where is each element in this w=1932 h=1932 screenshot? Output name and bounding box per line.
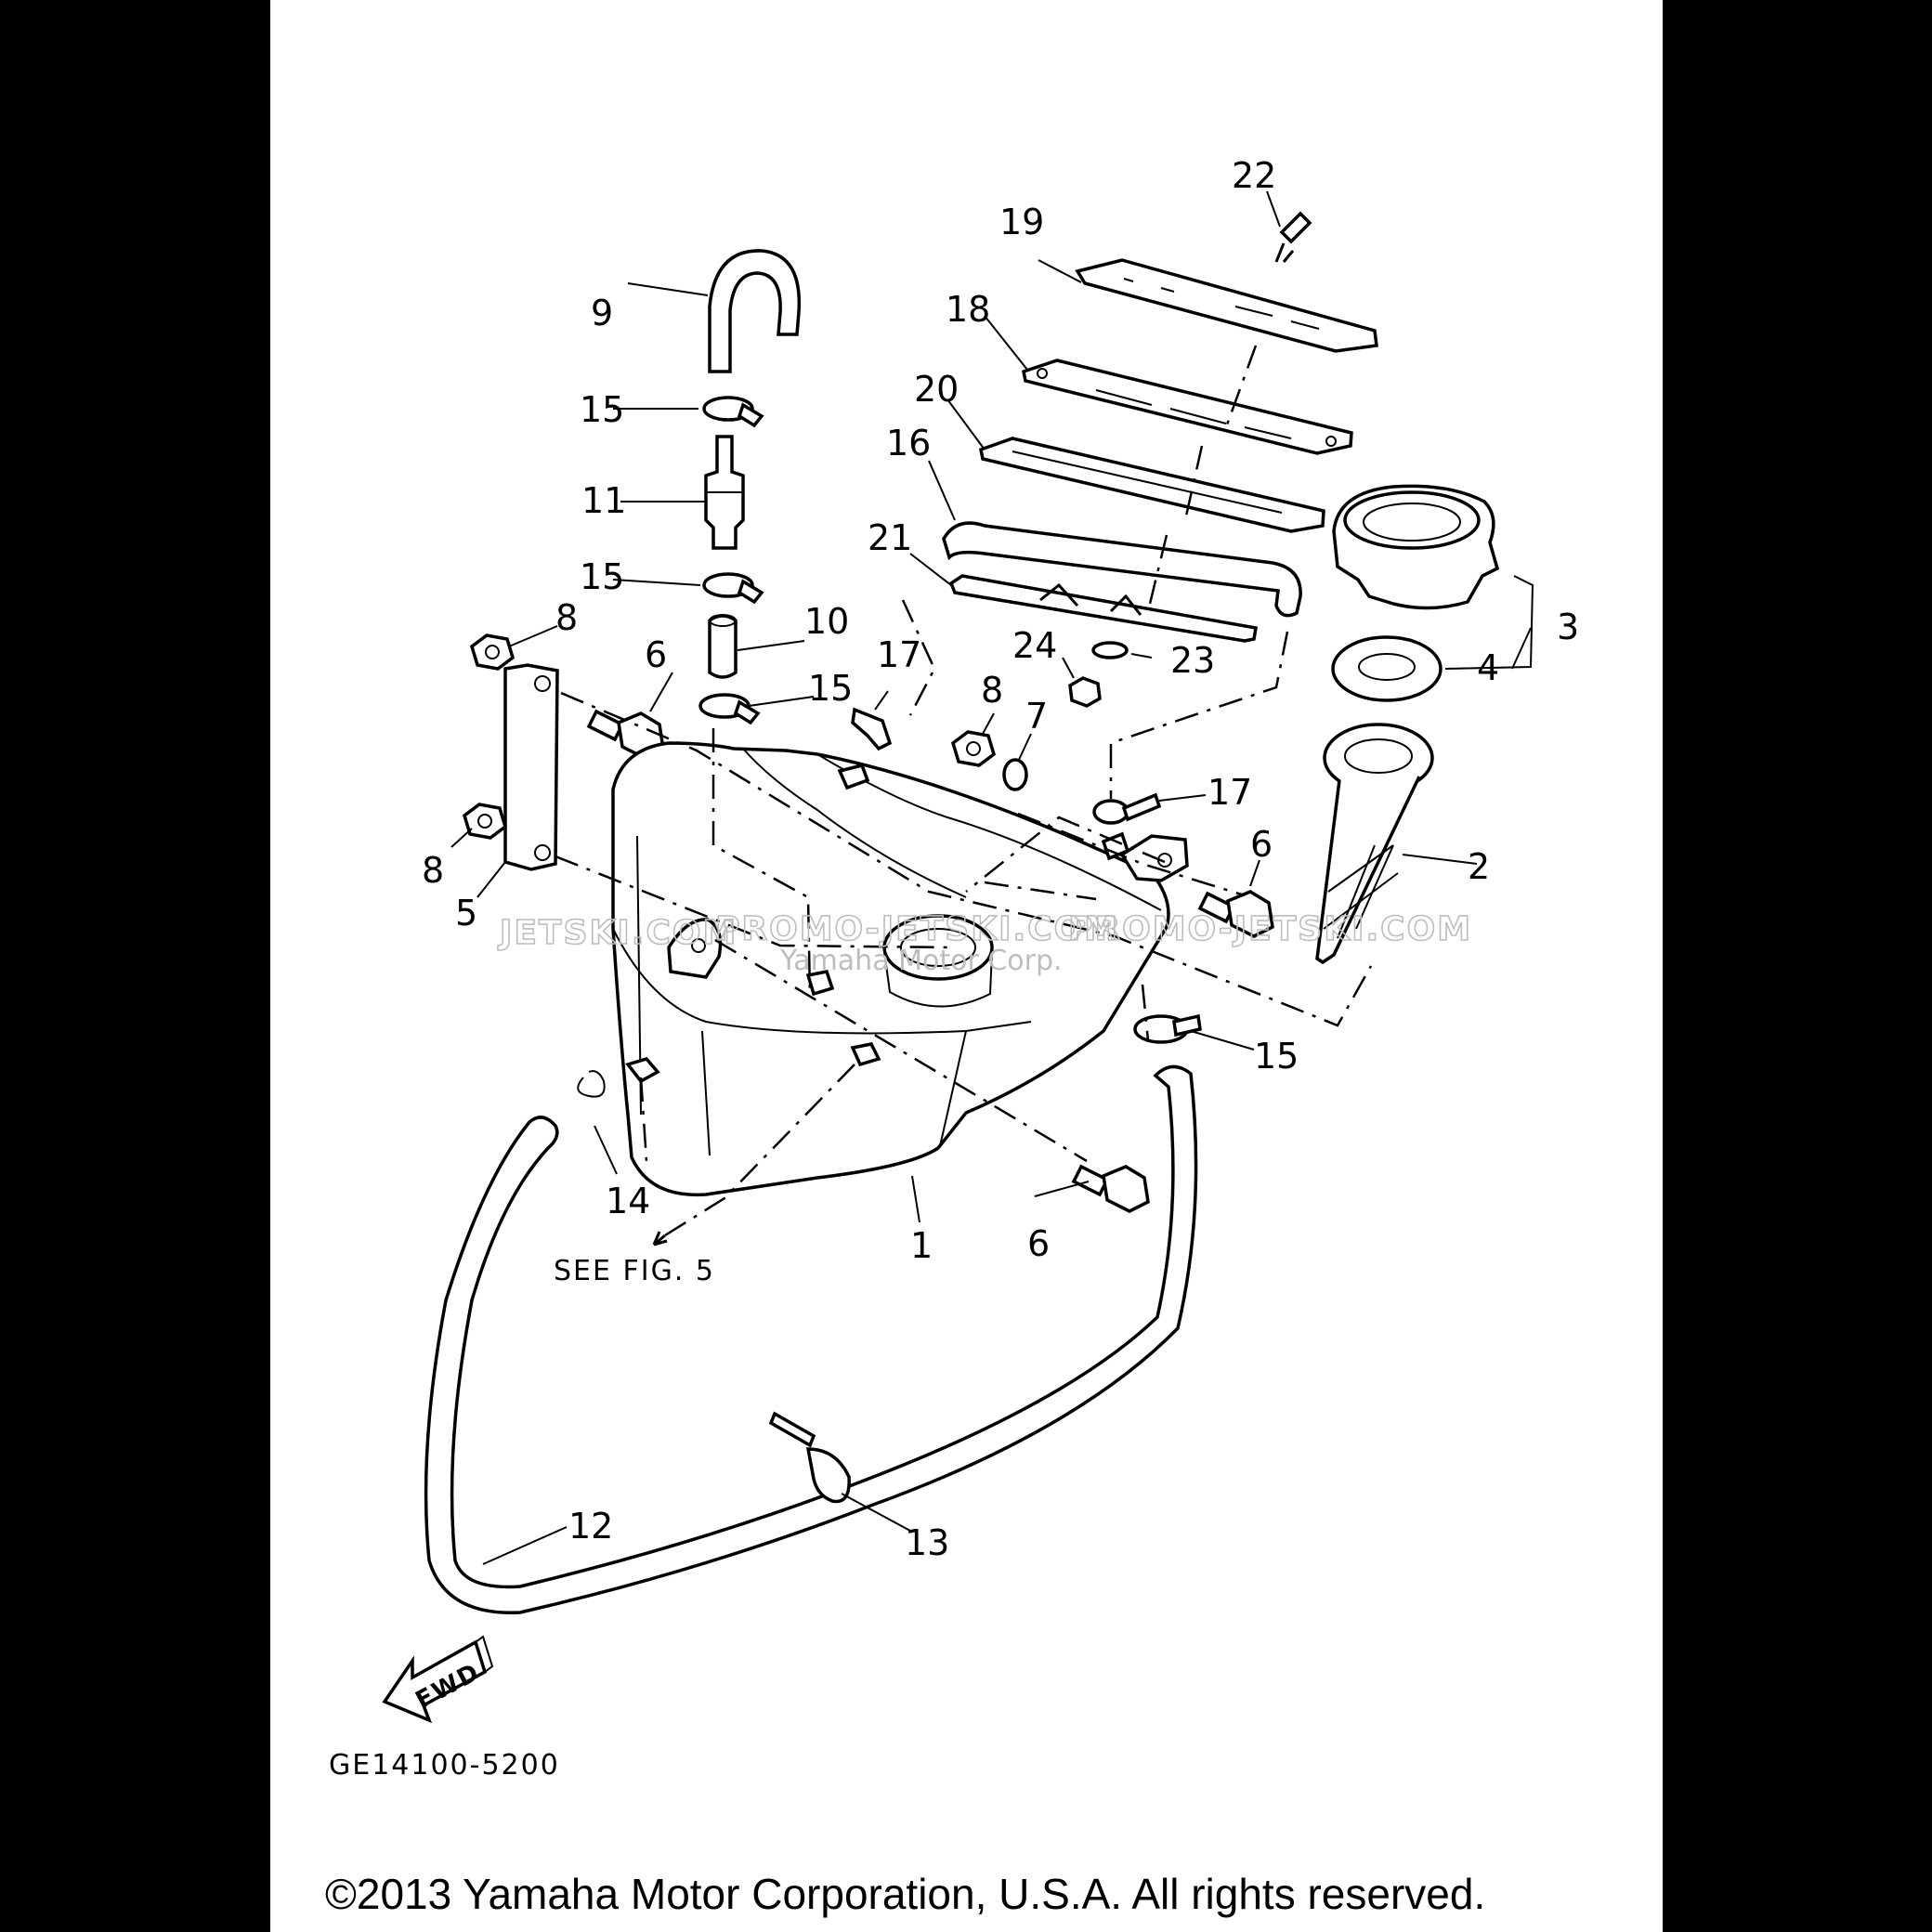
part-5-strap-bracket: [503, 663, 559, 871]
part-12-hose: [424, 1064, 1198, 1614]
part-18-plate: [1021, 359, 1353, 455]
part-16-seal-strip: [942, 521, 1302, 618]
leader-lines: [450, 190, 1534, 1565]
part-1-oil-tank: [611, 741, 1189, 1197]
callout-17-left: 17: [877, 634, 921, 675]
part-8-nut-upper: [469, 633, 516, 671]
callout-10: 10: [804, 601, 849, 642]
part-17-clamp-right: [1092, 792, 1162, 825]
part-13-band: [768, 1411, 851, 1504]
part-6-bolt-lower: [1071, 1164, 1150, 1213]
part-2-strainer: [1315, 723, 1434, 965]
part-9-vent-hose: [708, 249, 802, 373]
part-20-gasket: [978, 437, 1325, 533]
callout-6-upper: 6: [645, 634, 667, 675]
part-14-clip: [577, 1070, 606, 1098]
callout-17-right: 17: [1208, 772, 1252, 813]
watermarks: JETSKI.COM PROMO-JETSKI.COM PROMO-JETSKI…: [496, 909, 1472, 977]
part-8-nut-center: [950, 730, 997, 767]
callout-14: 14: [606, 1181, 650, 1221]
callout-15-lower: 15: [808, 668, 853, 709]
copyright-notice: ©2013 Yamaha Motor Corporation, U.S.A. A…: [325, 1870, 1486, 1918]
callout-labels: 1 2 3 4 5 6 6 6 7 8 8 8 9 10 11 12 13 14…: [422, 155, 1579, 1563]
callout-13: 13: [905, 1522, 949, 1563]
assembly-lines: [555, 345, 1373, 1237]
callout-7: 7: [1025, 696, 1048, 737]
part-23-clip: [1091, 641, 1129, 659]
callout-15-middle: 15: [580, 556, 624, 597]
part-15-clamp-lower: [698, 693, 761, 725]
callout-6-lower: 6: [1027, 1223, 1050, 1264]
callout-22: 22: [1232, 155, 1276, 196]
part-21-bracket: [948, 574, 1259, 643]
part-8-nut-lower: [462, 803, 508, 840]
watermark-mid: PROMO-JETSKI.COM: [715, 910, 1119, 948]
watermark-right: PROMO-JETSKI.COM: [1068, 910, 1472, 948]
callout-19: 19: [999, 202, 1044, 242]
part-22-screw: [1274, 211, 1312, 263]
callout-8-upper: 8: [555, 597, 578, 638]
callout-24: 24: [1012, 625, 1057, 666]
see-fig-label: SEE FIG. 5: [554, 1255, 715, 1287]
callout-12: 12: [568, 1506, 613, 1547]
callout-8-lower: 8: [422, 850, 444, 891]
callout-2: 2: [1468, 846, 1490, 887]
callout-6-right: 6: [1250, 824, 1273, 865]
callout-8-center: 8: [981, 670, 1003, 711]
part-4-gasket-ring: [1331, 635, 1442, 702]
part-15-clamp-right: [1133, 1013, 1202, 1044]
part-17-clamp-left: [851, 707, 893, 751]
part-7-washer: [1002, 758, 1028, 791]
callout-21: 21: [868, 517, 912, 558]
callout-15-right: 15: [1254, 1036, 1299, 1077]
diagram-code: GE14100-5200: [329, 1749, 560, 1782]
callout-1: 1: [910, 1225, 933, 1266]
callout-23: 23: [1170, 640, 1215, 681]
callout-5: 5: [455, 893, 477, 933]
part-15-clamp-middle: [702, 572, 764, 605]
fwd-arrow: [382, 1635, 494, 1724]
callout-15-upper: 15: [580, 389, 624, 430]
callout-18: 18: [946, 289, 990, 330]
part-10-hose: [708, 614, 738, 679]
callout-16: 16: [886, 423, 931, 463]
part-6-bolt-right: [1197, 890, 1274, 938]
callout-20: 20: [914, 369, 959, 410]
watermark-left: JETSKI.COM: [497, 914, 738, 952]
part-19-cover-plate: [1075, 258, 1378, 353]
exploded-parts-diagram: JETSKI.COM PROMO-JETSKI.COM PROMO-JETSKI…: [329, 155, 1579, 1782]
see-fig-arrow: [652, 1231, 668, 1247]
callout-3: 3: [1557, 607, 1579, 647]
part-3-filler-cap: [1332, 484, 1500, 610]
callout-9: 9: [591, 293, 613, 333]
part-24-nut: [1068, 676, 1102, 708]
part-11-check-valve: [704, 435, 745, 550]
watermark-center: Yamaha Motor Corp.: [779, 945, 1063, 977]
callout-11: 11: [581, 480, 626, 521]
callout-4: 4: [1477, 647, 1499, 688]
diagram-sheet: JETSKI.COM PROMO-JETSKI.COM PROMO-JETSKI…: [270, 0, 1663, 1932]
part-15-clamp-upper: [702, 396, 764, 428]
